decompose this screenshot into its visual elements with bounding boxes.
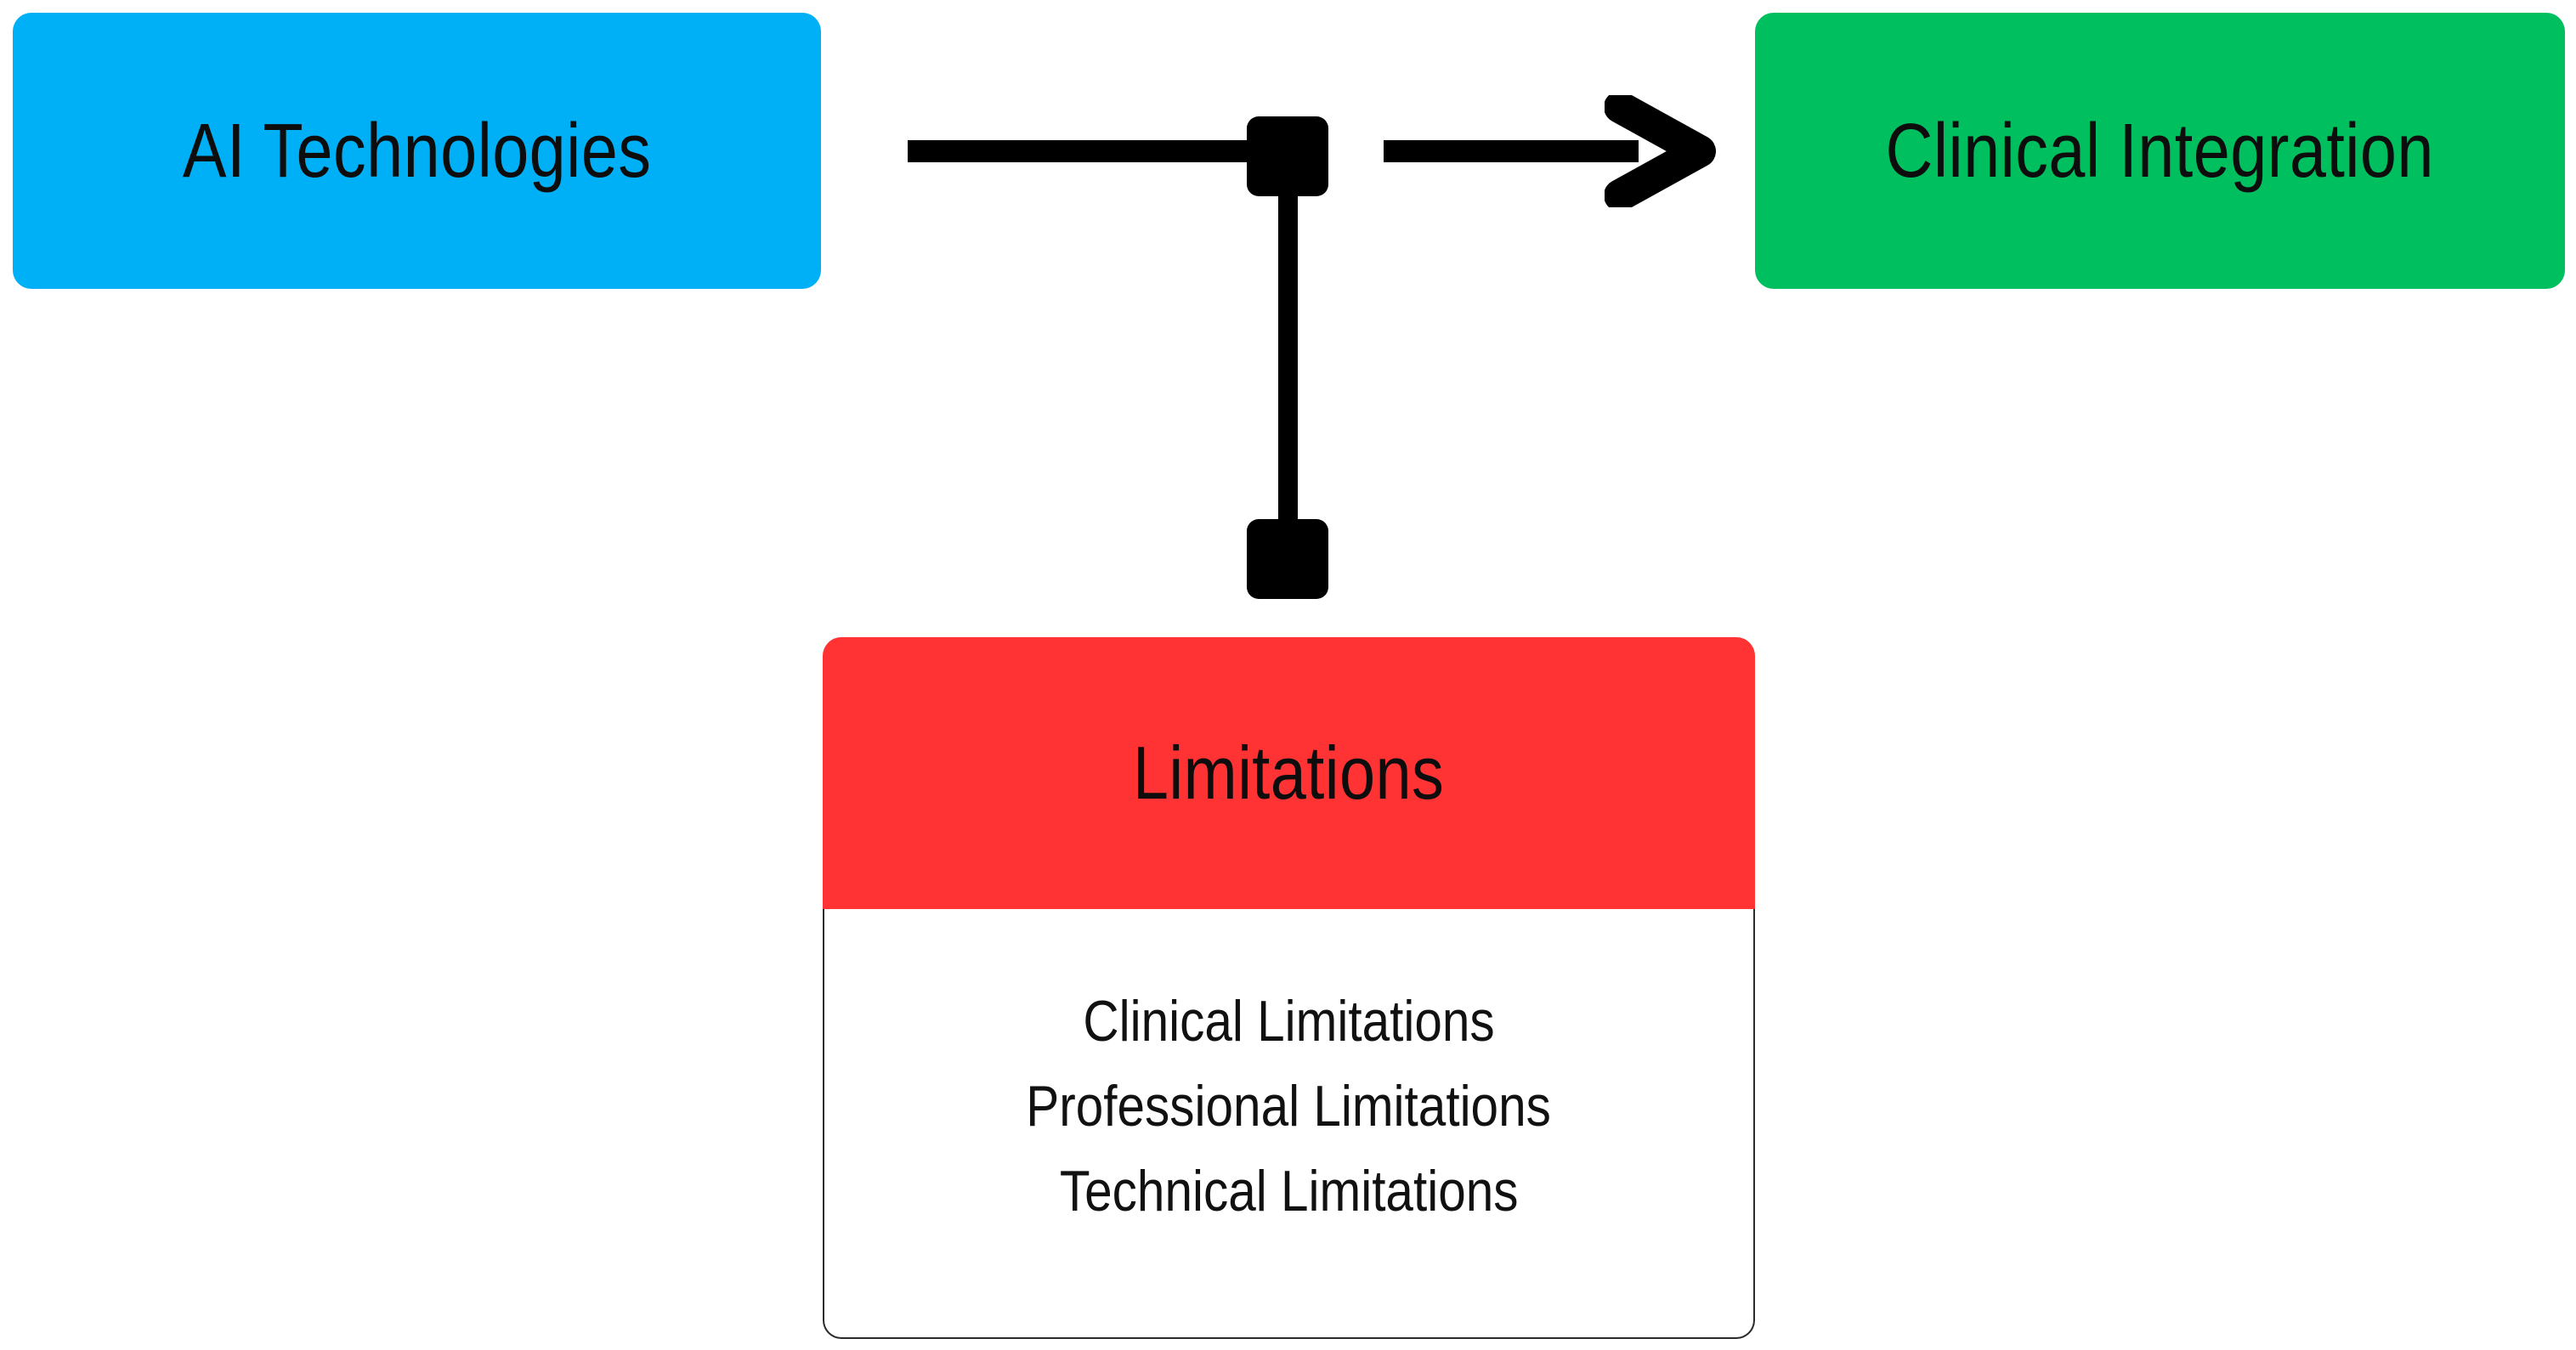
edge-junction-to-clinical bbox=[1384, 140, 1639, 162]
list-item: Professional Limitations bbox=[1026, 1074, 1552, 1138]
junction-bottom-marker bbox=[1247, 519, 1328, 599]
node-ai-technologies-label: AI Technologies bbox=[182, 108, 652, 194]
edge-ai-to-junction bbox=[908, 140, 1248, 162]
arrow-right-icon bbox=[1605, 95, 1716, 207]
limitations-header: Limitations bbox=[823, 637, 1755, 909]
list-item: Technical Limitations bbox=[1059, 1159, 1519, 1223]
list-item: Clinical Limitations bbox=[1083, 989, 1495, 1053]
node-clinical-integration-label: Clinical Integration bbox=[1885, 108, 2435, 194]
limitations-title: Limitations bbox=[1133, 731, 1445, 815]
node-clinical-integration[interactable]: Clinical Integration bbox=[1755, 13, 2565, 289]
edge-junction-to-limitations bbox=[1278, 170, 1298, 535]
node-ai-technologies[interactable]: AI Technologies bbox=[13, 13, 821, 289]
node-limitations-card[interactable]: Limitations Clinical Limitations Profess… bbox=[823, 637, 1755, 1339]
limitations-body: Clinical Limitations Professional Limita… bbox=[823, 909, 1755, 1339]
